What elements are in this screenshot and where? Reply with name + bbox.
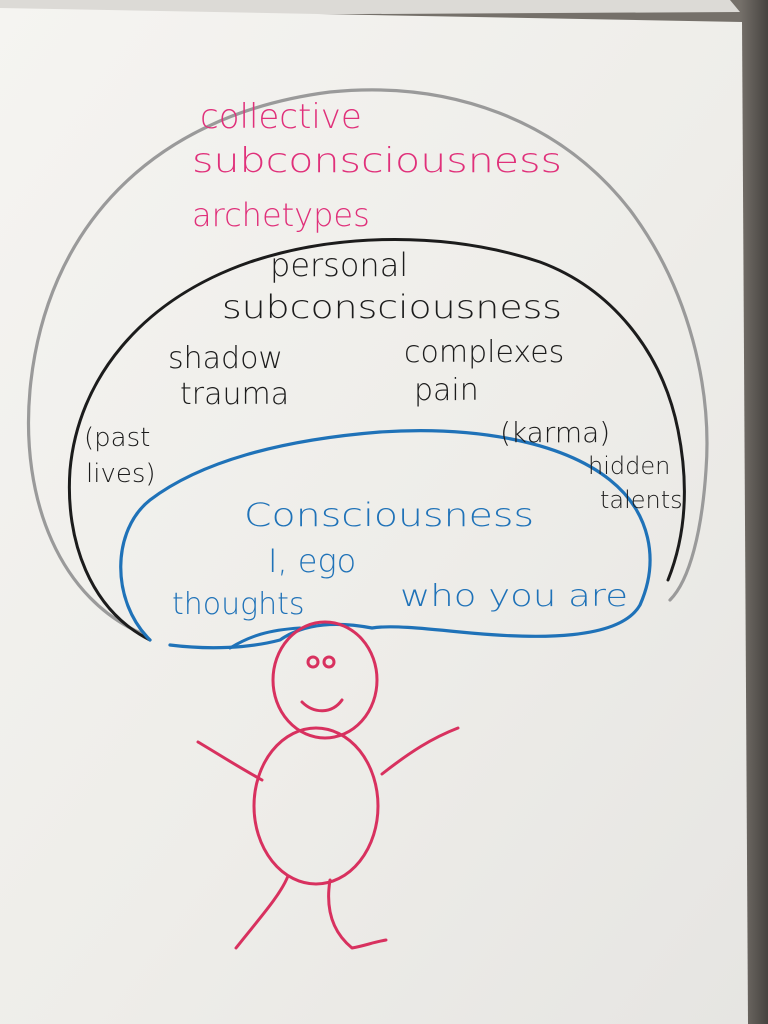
paper-sheet <box>0 8 748 1024</box>
collective-title-line2: subconsciousness <box>192 141 562 181</box>
figure-head <box>271 620 379 740</box>
collective-subtitle: archetypes <box>192 196 370 234</box>
personal-term-past-line2: lives) <box>86 459 156 489</box>
personal-term-karma: (karma) <box>500 416 610 449</box>
personal-title-line2: subconsciousness <box>222 288 562 326</box>
figure-arm-right <box>380 726 460 776</box>
collective-title-line1: collective <box>200 97 362 137</box>
figure-mouth <box>300 698 344 713</box>
personal-term-complexes: complexes <box>404 335 564 370</box>
conscious-ego: I, ego <box>268 542 356 580</box>
conscious-ring <box>119 429 652 650</box>
figure-eye-left <box>306 655 320 669</box>
figure-arm-left <box>196 740 264 782</box>
conscious-ring-detail <box>228 626 302 650</box>
conscious-title: Consciousness <box>244 496 534 534</box>
figure-eye-right <box>322 655 336 669</box>
personal-term-trauma: trauma <box>180 377 289 412</box>
figure-leg-right <box>327 878 388 950</box>
figure-leg-left <box>234 874 290 950</box>
collective-ring <box>26 88 709 637</box>
conscious-term-thoughts: thoughts <box>172 587 305 622</box>
personal-term-talents: talents <box>600 486 683 514</box>
personal-ring <box>67 238 686 642</box>
figure-body <box>252 726 380 886</box>
stick-figure <box>196 620 460 950</box>
personal-term-pain: pain <box>414 373 479 408</box>
conscious-term-who-you-are: who you are <box>400 579 628 614</box>
personal-term-shadow: shadow <box>168 341 283 376</box>
personal-term-past-line1: (past <box>84 423 150 453</box>
personal-title-line1: personal <box>270 246 408 284</box>
personal-term-hidden: hidden <box>588 452 670 480</box>
